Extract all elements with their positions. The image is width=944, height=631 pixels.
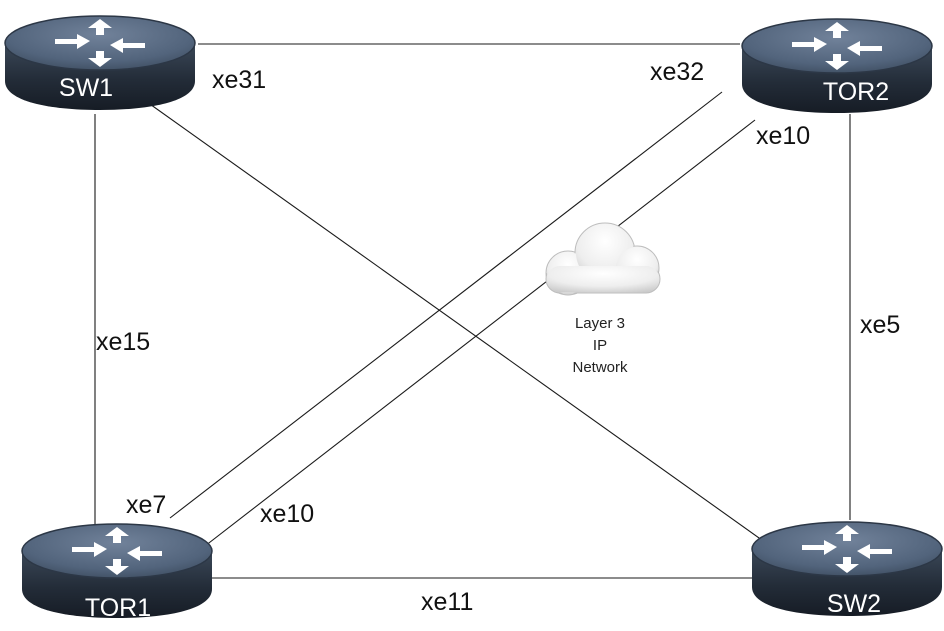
port-label-xe7: xe7 xyxy=(126,491,166,519)
port-label-xe32: xe32 xyxy=(650,58,704,86)
cloud-label-line-1: Layer 3 xyxy=(575,315,625,332)
router-sw2[interactable]: SW2 xyxy=(751,521,943,618)
links xyxy=(94,43,851,579)
port-label-xe11: xe11 xyxy=(421,588,473,616)
link-tor2-tor1-xe10-diagonal xyxy=(204,119,756,547)
cloud-label-line-2: IP xyxy=(593,337,607,354)
port-label-tor1-xe10: xe10 xyxy=(260,500,314,528)
port-label-xe15: xe15 xyxy=(96,328,150,356)
router-tor2[interactable]: TOR2 xyxy=(741,18,933,114)
cloud-label-line-3: Network xyxy=(572,359,628,376)
port-label-tor2-xe10: xe10 xyxy=(756,122,810,150)
router-label-sw2: SW2 xyxy=(827,590,881,618)
router-label-sw1: SW1 xyxy=(59,74,113,102)
router-tor1[interactable]: TOR1 xyxy=(21,523,213,622)
port-label-xe5: xe5 xyxy=(860,311,900,339)
router-label-tor2: TOR2 xyxy=(823,78,889,106)
router-label-tor1: TOR1 xyxy=(85,594,151,622)
link-tor2-tor1-xe32-diagonal xyxy=(169,91,723,519)
cloud-icon xyxy=(545,222,661,296)
port-labels: xe31 xe32 xe10 xe15 xe5 xe7 xe10 xe11 xyxy=(96,58,900,616)
router-sw1[interactable]: SW1 xyxy=(4,15,196,111)
link-sw1-sw2-diagonal xyxy=(139,96,791,561)
port-label-xe31: xe31 xyxy=(212,66,266,94)
